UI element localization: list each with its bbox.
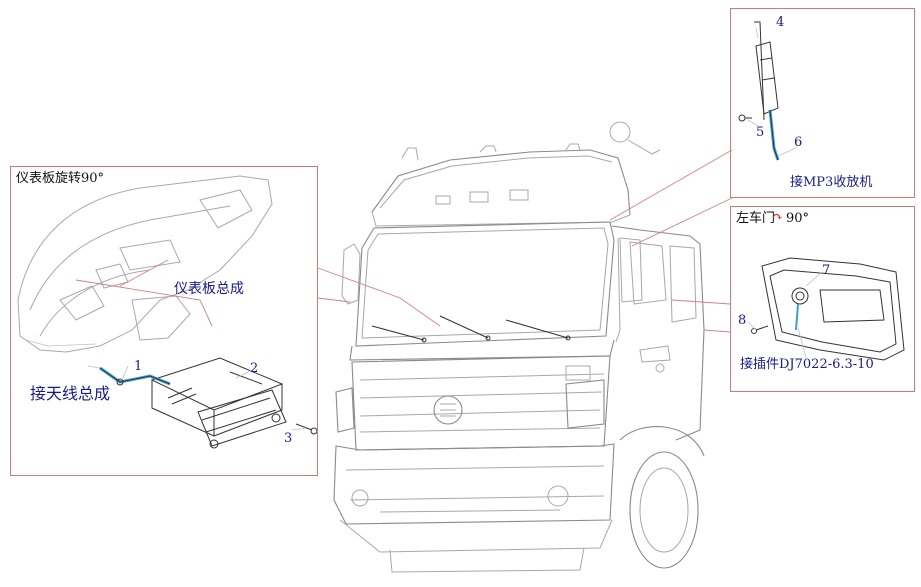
part-number-7: 7 [822, 263, 831, 278]
truck-cab [333, 121, 705, 573]
part-number-8: 8 [738, 313, 747, 328]
part-number-6: 6 [794, 135, 803, 150]
door-panel-sketch [751, 257, 905, 361]
part-number-3: 3 [284, 431, 293, 446]
mp3-inset-panel [730, 8, 915, 198]
antenna-mast-sketch [738, 21, 780, 161]
dashboard-panel-title: 仪表板旋转90° [16, 171, 105, 186]
door-inset-panel [730, 206, 915, 392]
door-panel-title: 左车门 [736, 211, 776, 226]
part-number-5: 5 [756, 125, 765, 140]
dashboard-sketch [17, 175, 273, 353]
part-number-1: 1 [134, 359, 143, 374]
dashboard-assembly-label: 仪表板总成 [174, 281, 244, 297]
part-number-4: 4 [776, 15, 785, 30]
callout-leader-lines [121, 27, 823, 431]
radio-unit-sketch [87, 357, 318, 449]
part-number-2: 2 [250, 361, 259, 376]
connector-label: 接插件DJ7022-6.3-10 [740, 357, 874, 372]
mp3-player-label: 接MP3收放机 [790, 175, 873, 190]
antenna-assembly-label: 接天线总成 [30, 384, 111, 403]
rotate-arrow-icon: ↷ [772, 210, 783, 225]
door-rotate-angle: 90° [786, 211, 810, 226]
dashboard-inset-panel [10, 166, 318, 476]
